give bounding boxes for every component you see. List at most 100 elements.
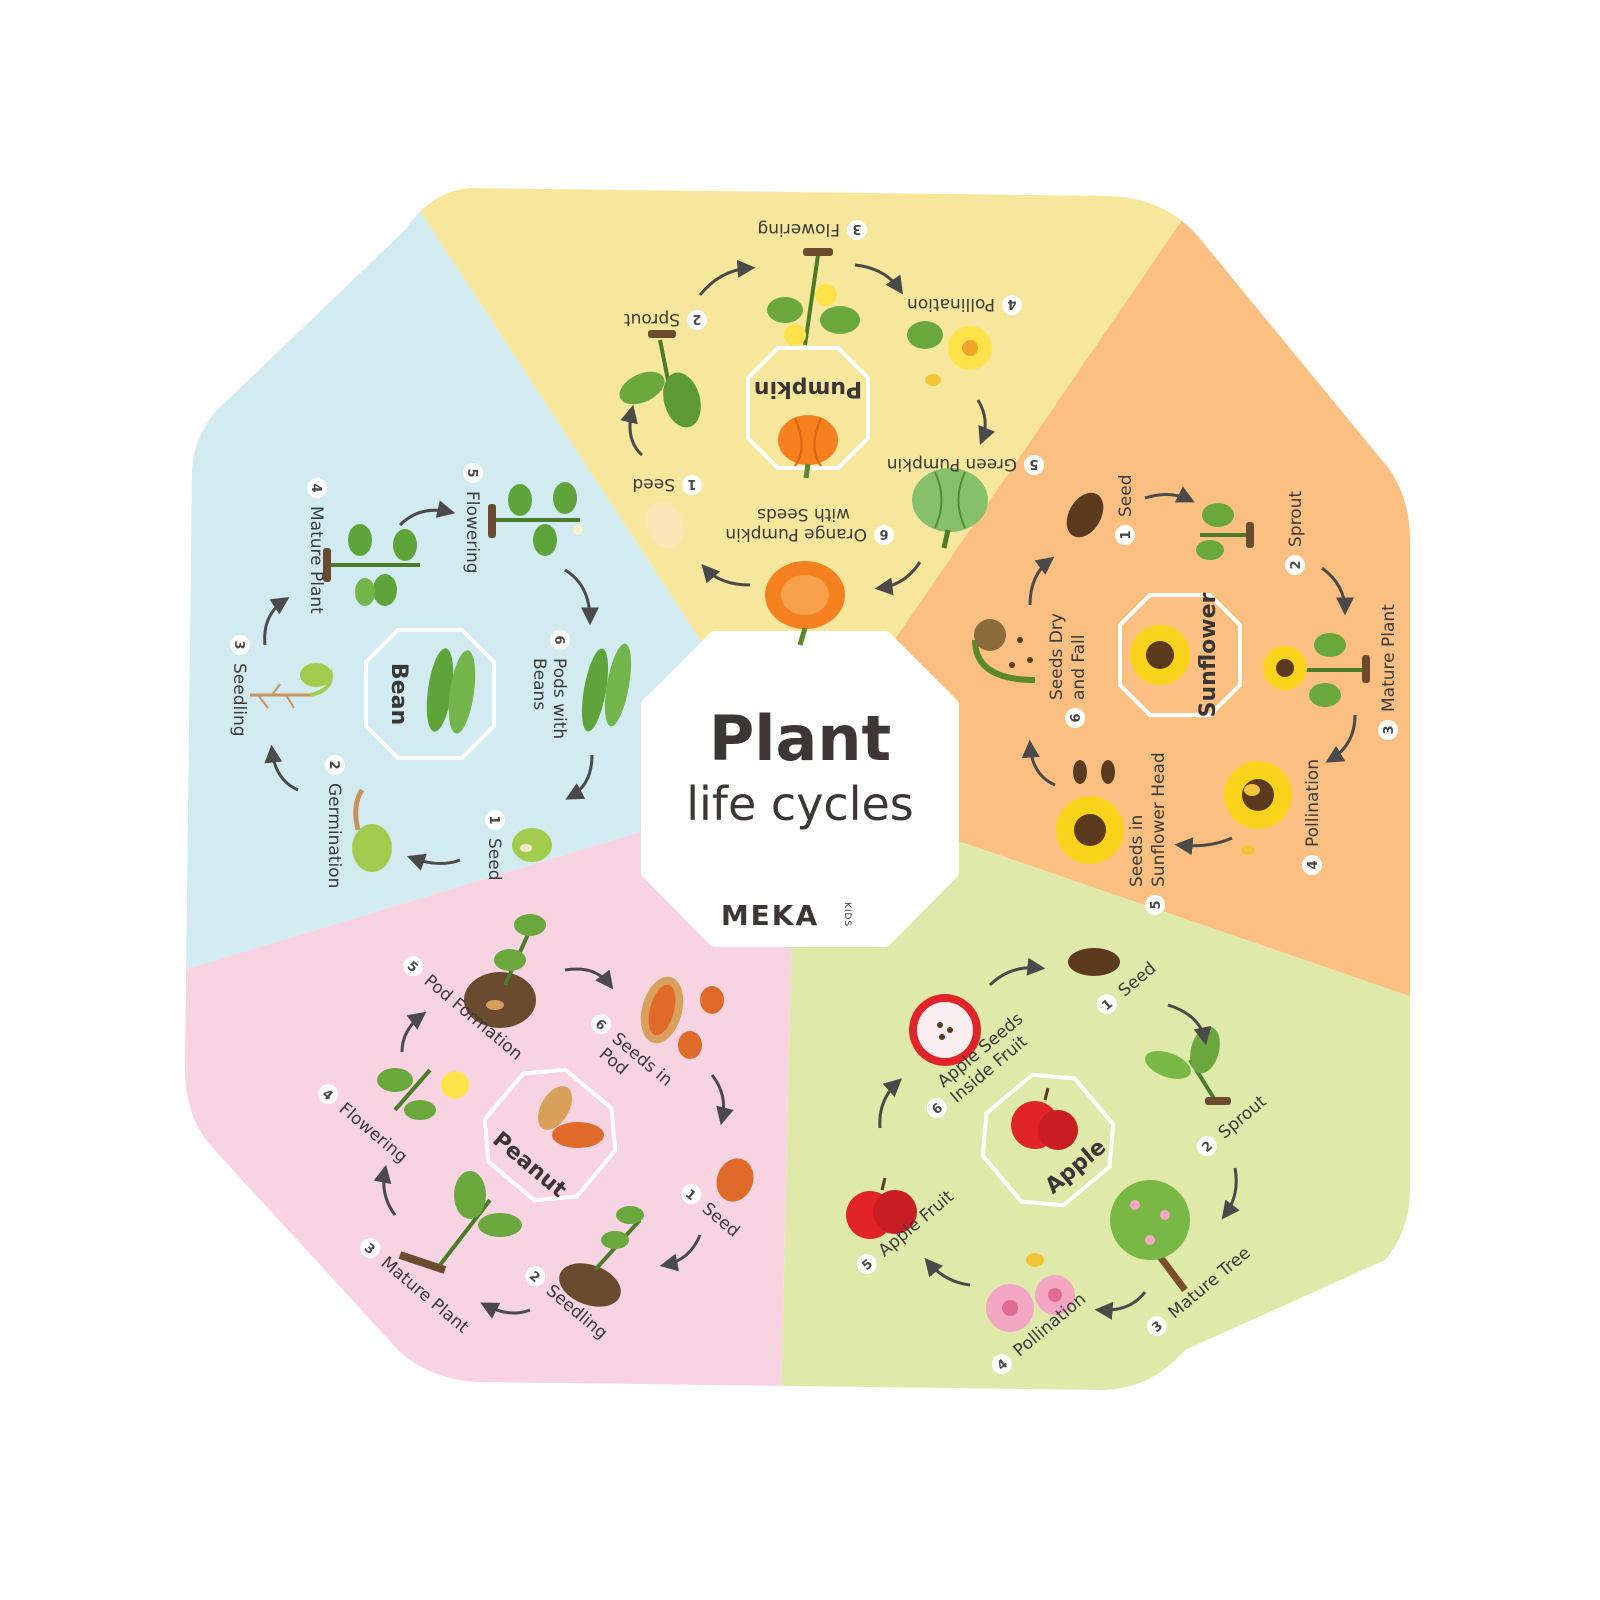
- sunflower-badge-icon: [1130, 625, 1190, 685]
- bean-step-6-label2: Beans: [529, 658, 549, 710]
- pumpkin-step-5-label: Green Pumpkin: [887, 454, 1017, 474]
- svg-text:4: 4: [1007, 296, 1016, 311]
- sunflower-badge: [1118, 593, 1242, 717]
- sunflower-arrow-2: [1321, 566, 1354, 616]
- pumpkin-badge-icon: [778, 415, 838, 479]
- pumpkin-step-2: 2 Sprout: [624, 309, 707, 330]
- svg-text:1: 1: [486, 815, 501, 824]
- sunflower-name: Sunflower: [1196, 593, 1221, 718]
- svg-text:2: 2: [326, 760, 341, 769]
- sunflower-step-5-label: Seeds in: [1127, 815, 1147, 887]
- bean-seedling-image: [250, 663, 333, 709]
- svg-text:2: 2: [1289, 560, 1304, 569]
- apple-seed-image: [1068, 948, 1120, 976]
- sunflower-step-6-label2: and Fall: [1069, 635, 1089, 700]
- pumpkin-step-3: 3 Flowering: [757, 219, 867, 240]
- sunflower-step-5: 5 Seeds in Sunflower Head: [1127, 752, 1169, 915]
- svg-text:6: 6: [879, 526, 888, 541]
- peanut-seed-image: [716, 1158, 754, 1202]
- peanut-arrow-3: [373, 1164, 397, 1216]
- bean-step-5-label: Flowering: [462, 491, 482, 574]
- green-pumpkin-image: [912, 468, 988, 549]
- pumpkin-sprout-image: [619, 330, 701, 428]
- sunflower-mature-image: [1263, 633, 1370, 707]
- sunflower-seed-image: [1066, 492, 1104, 538]
- sunflower-step-3: 3 Mature Plant: [1378, 604, 1399, 740]
- sunflower-step-2-label: Sprout: [1286, 491, 1306, 547]
- svg-text:6: 6: [551, 635, 566, 644]
- peanut-arrow-6: [710, 1074, 734, 1126]
- pumpkin-pollination-image: [907, 321, 992, 386]
- bean-badge: [364, 628, 496, 760]
- sunflower-step-2: 2 Sprout: [1285, 491, 1306, 575]
- bean-arrow-1: [406, 853, 461, 871]
- apple-arrow-3: [1094, 1291, 1147, 1320]
- svg-text:5: 5: [1149, 900, 1164, 909]
- svg-text:1: 1: [687, 476, 696, 491]
- pumpkin-arrow-5: [874, 561, 922, 596]
- peanut-arrow-1: [659, 1234, 702, 1272]
- pumpkin-step-2-label: Sprout: [624, 309, 680, 329]
- sunflower-step-5-label2: Sunflower Head: [1149, 752, 1169, 887]
- bean-step-6-label: Pods with: [549, 658, 569, 739]
- apple-sprout-image: [1145, 1026, 1231, 1105]
- sunflower-step-3-label: Mature Plant: [1379, 604, 1399, 712]
- peanut-arrow-5: [564, 967, 614, 990]
- apple-arrow-6: [988, 957, 1046, 987]
- sunflower-sprout-image: [1196, 503, 1254, 560]
- pumpkin-step-6: 6 Orange Pumpkin with Seeds: [725, 504, 894, 545]
- svg-text:6: 6: [1069, 713, 1084, 722]
- pumpkin-step-1-label: Seed: [633, 474, 676, 494]
- bean-step-1: 1 Seed: [484, 810, 505, 881]
- sunflower-arrow-4: [1174, 836, 1233, 856]
- apple-arrow-5: [878, 1078, 903, 1129]
- bean-arrow-2: [264, 744, 299, 792]
- svg-text:3: 3: [852, 221, 861, 236]
- sunflower-arrow-1: [1144, 486, 1195, 503]
- apple-badge-icon: [1011, 1087, 1078, 1150]
- pumpkin-step-4: 4 Pollination: [907, 294, 1022, 315]
- bean-step-3-label: Seedling: [229, 663, 249, 737]
- peanut-badge: [482, 1067, 618, 1203]
- svg-text:1: 1: [1119, 530, 1134, 539]
- sunflower-section: Sunflower: [972, 475, 1399, 915]
- bean-arrow-4: [398, 500, 456, 527]
- bean-wedge: [185, 188, 795, 980]
- bean-section: Bean: [229, 463, 632, 888]
- sunflower-step-1: 1 Seed: [1115, 475, 1136, 545]
- pumpkin-step-5: 5 Green Pumpkin: [887, 454, 1044, 475]
- brand-logo: MEKA KIDS: [721, 899, 852, 932]
- pumpkin-step-6-label2: with Seeds: [757, 504, 850, 524]
- sunflower-pollination-image: [1224, 761, 1292, 855]
- bean-pods-image: [581, 643, 632, 732]
- pumpkin-arrow-3: [854, 263, 904, 295]
- pod-formation-image: [464, 914, 546, 1028]
- pumpkin-step-4-label: Pollination: [907, 294, 995, 314]
- svg-text:3: 3: [1382, 725, 1397, 734]
- apple-fruit-image: [846, 1177, 917, 1239]
- bean-germination-image: [352, 788, 392, 872]
- peanut-arrow-4: [400, 1011, 427, 1053]
- sunflower-arrow-3: [1325, 714, 1357, 763]
- pumpkin-name: Pumpkin: [754, 376, 862, 401]
- bean-arrow-3: [263, 597, 290, 646]
- sunflower-seed-head-image: [1056, 760, 1124, 864]
- svg-text:3: 3: [231, 640, 246, 649]
- sunflower-dry-image: [972, 619, 1036, 683]
- bean-seed-image: [512, 828, 552, 862]
- apple-pollination-image: [986, 1253, 1075, 1332]
- sunflower-step-6: 6 Seeds Dry and Fall: [1047, 613, 1089, 728]
- peanut-mature-image: [398, 1171, 522, 1274]
- bean-step-2: 2 Germination: [324, 755, 345, 888]
- pumpkin-step-3-label: Flowering: [757, 219, 840, 239]
- bean-step-4: 4 Mature Plant: [306, 478, 327, 614]
- svg-text:2: 2: [692, 311, 701, 326]
- title-line2: life cycles: [686, 777, 914, 831]
- bean-step-2-label: Germination: [324, 783, 344, 888]
- center-panel: [641, 631, 959, 947]
- apple-seeds-image: [909, 994, 981, 1066]
- peanut-badge-icon: [537, 1086, 604, 1148]
- orange-pumpkin-image: [765, 561, 845, 646]
- apple-tree-image: [1110, 1180, 1190, 1293]
